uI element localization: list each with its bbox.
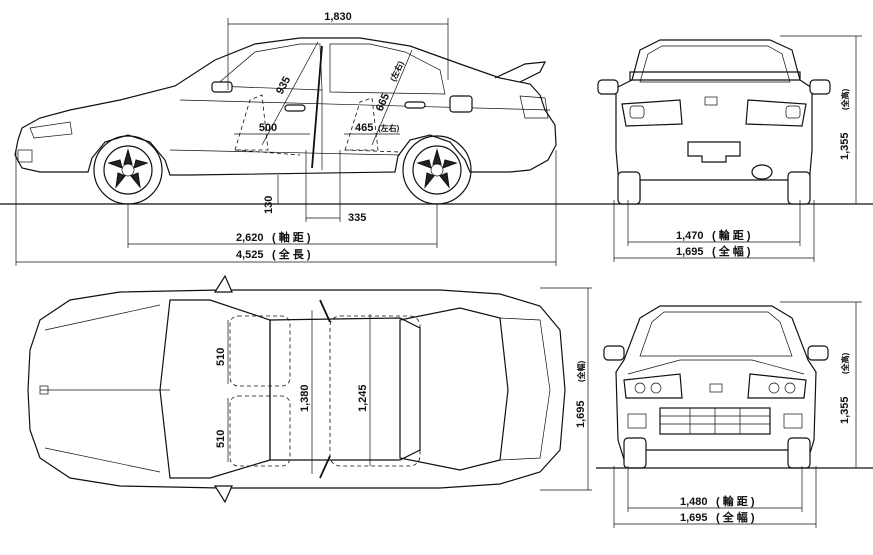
- rear-wheel: [402, 135, 472, 205]
- rear-width-note: ( 全 幅 ): [712, 244, 751, 258]
- seat-width-rear-label: 510: [215, 430, 227, 448]
- front-track-note: ( 輪 距 ): [716, 494, 755, 508]
- rear-track-label: 1,470: [676, 230, 704, 242]
- cabin-width-rear-label: 1,245: [357, 384, 369, 412]
- rear-width-label: 1,695: [676, 246, 704, 258]
- front-view: 1,355 (全高) 1,480 ( 輪 距 ) 1,695 ( 全 幅 ): [596, 301, 873, 528]
- rear-height-label: 1,355: [839, 132, 851, 160]
- length-label: 4,525: [236, 249, 264, 261]
- seat-gap-label: 335: [348, 212, 366, 224]
- front-height-note: (全高): [840, 352, 850, 374]
- rear-door-diag-label: 665: [374, 92, 392, 114]
- top-view: 1,695 (全幅) 510 510 1,380 1,245: [27, 274, 592, 504]
- cabin-width-front-label: 1,380: [299, 384, 311, 412]
- wheelbase-label: 2,620: [236, 232, 264, 244]
- ground-clearance-label: 130: [263, 196, 275, 214]
- wheelbase-note: ( 軸 距 ): [272, 230, 311, 244]
- top-width-note: (全幅): [576, 360, 586, 382]
- roof-width-label: 1,830: [324, 11, 352, 23]
- front-wheel: [93, 135, 163, 205]
- front-seat-label: 500: [259, 122, 277, 134]
- rear-track-note: ( 輪 距 ): [712, 228, 751, 242]
- front-track-label: 1,480: [680, 496, 708, 508]
- rear-height-note: (全高): [840, 88, 850, 110]
- rear-seat-label: 465: [355, 122, 373, 134]
- rear-view: 1,355 (全高) 1,470 ( 輪 距 ) 1,695 ( 全 幅 ): [597, 35, 862, 262]
- front-width-label: 1,695: [680, 512, 708, 524]
- length-note: ( 全 長 ): [272, 247, 311, 261]
- front-height-label: 1,355: [839, 396, 851, 424]
- seat-width-front-label: 510: [215, 348, 227, 366]
- front-width-note: ( 全 幅 ): [716, 510, 755, 524]
- top-width-label: 1,695: [575, 400, 587, 428]
- rear-seat-note: (左右): [378, 123, 400, 133]
- side-view: 1,830 935 665 (左右) 500 465 (左右) 130 335 …: [0, 11, 873, 266]
